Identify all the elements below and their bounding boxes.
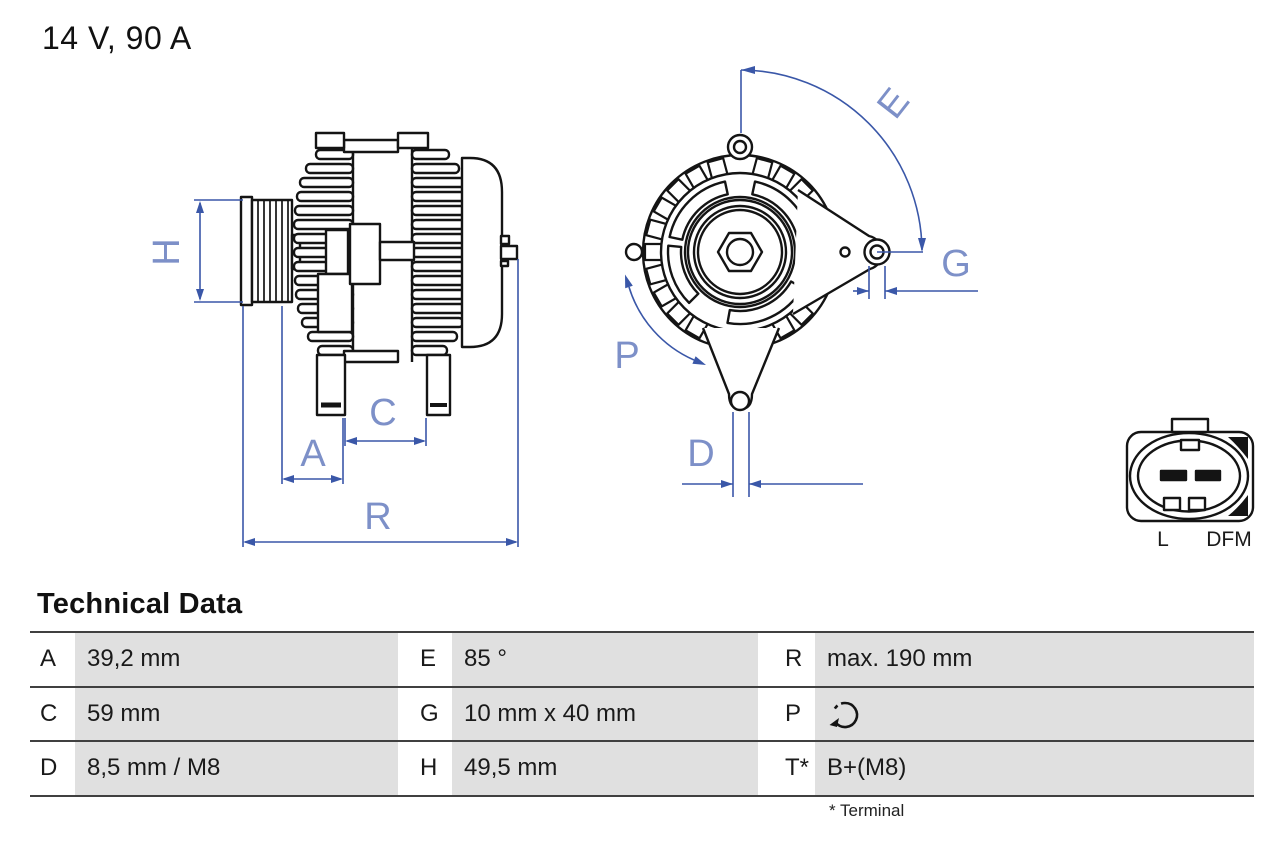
b-plus-stud — [499, 234, 519, 268]
front-view-drawing — [624, 133, 891, 412]
column-gap — [758, 633, 775, 686]
spec-key: C — [30, 687, 75, 740]
svg-text:R: R — [364, 496, 391, 538]
svg-text:A: A — [300, 433, 326, 475]
spec-value: 39,2 mm — [75, 633, 398, 686]
bottom-mounting-foot — [701, 327, 781, 412]
column-gap — [398, 633, 410, 686]
spec-key: H — [410, 742, 452, 795]
svg-text:C: C — [369, 392, 396, 434]
pulley — [239, 195, 302, 307]
dimension-D: D — [682, 412, 863, 497]
center-shaft-blocks — [316, 222, 416, 334]
table-row: D 8,5 mm / M8 H 49,5 mm T* B+(M8) — [30, 742, 1254, 797]
dimension-C: C — [344, 392, 427, 446]
spec-key: G — [410, 687, 452, 740]
spec-key: A — [30, 633, 75, 686]
pin-label-DFM: DFM — [1206, 528, 1252, 551]
column-gap — [758, 742, 775, 795]
column-gap — [398, 687, 410, 740]
spec-key: R — [775, 633, 815, 686]
svg-text:E: E — [869, 81, 918, 127]
spec-key: E — [410, 633, 452, 686]
spec-value: 85 ° — [452, 633, 758, 686]
spec-value: max. 190 mm — [815, 633, 1254, 686]
rotation-direction-icon — [829, 701, 859, 729]
terminal-pin-L — [1159, 469, 1188, 482]
mounting-feet-side — [315, 353, 452, 417]
mounting-arm — [792, 188, 891, 316]
page-title: 14 V, 90 A — [42, 20, 192, 56]
dimension-P: P — [614, 274, 706, 377]
tie-bolts — [314, 131, 430, 364]
svg-text:G: G — [941, 243, 971, 285]
column-gap — [398, 742, 410, 795]
svg-text:D: D — [687, 433, 714, 475]
bottom-mount-hole — [729, 390, 751, 412]
spec-value: 59 mm — [75, 687, 398, 740]
spec-value: 10 mm x 40 mm — [452, 687, 758, 740]
connector-key-tab — [1179, 438, 1201, 452]
side-view-drawing — [239, 131, 519, 417]
technical-data-table: A 39,2 mm E 85 ° R max. 190 mm C 59 mm G… — [30, 631, 1254, 797]
rear-cover — [460, 156, 504, 349]
connector-corner-wedge-top — [1228, 437, 1248, 459]
top-lug — [726, 133, 754, 161]
spec-value: B+(M8) — [815, 742, 1254, 795]
spec-key: D — [30, 742, 75, 795]
connector-corner-wedge-bottom — [1228, 495, 1248, 516]
arm-small-hole — [839, 246, 851, 258]
dimension-H: H — [146, 199, 243, 303]
shaft-end — [725, 237, 755, 267]
svg-text:H: H — [146, 238, 188, 265]
pin-label-L: L — [1157, 528, 1169, 551]
terminal-pin-DFM — [1194, 469, 1222, 482]
dimension-R: R — [242, 259, 519, 547]
spec-value-rotation — [815, 687, 1254, 740]
table-row: A 39,2 mm E 85 ° R max. 190 mm — [30, 633, 1254, 688]
spec-value: 8,5 mm / M8 — [75, 742, 398, 795]
dimension-G: G — [853, 243, 978, 299]
fan-segments — [666, 180, 812, 326]
terminal-footnote: * Terminal — [829, 801, 905, 820]
connector-bottom-slot-right — [1187, 496, 1207, 512]
dimension-A: A — [281, 306, 344, 484]
mounting-foot-right — [425, 353, 452, 417]
spec-key: P — [775, 687, 815, 740]
connector-bottom-slot-left — [1162, 496, 1182, 512]
table-row: C 59 mm G 10 mm x 40 mm P — [30, 687, 1254, 742]
left-lug — [624, 242, 644, 262]
spec-key: T* — [775, 742, 815, 795]
svg-text:P: P — [614, 335, 639, 377]
technical-data-heading: Technical Data — [37, 588, 243, 620]
connector-diagram: L DFM — [1125, 417, 1255, 551]
column-gap — [758, 687, 775, 740]
spec-value: 49,5 mm — [452, 742, 758, 795]
